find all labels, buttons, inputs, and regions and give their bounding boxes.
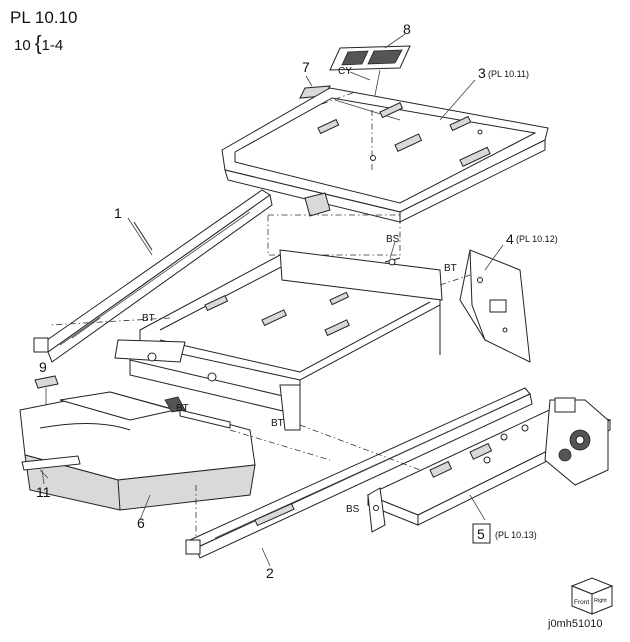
label-bt-right: BT — [444, 263, 457, 274]
part-6-front-cover — [19, 391, 256, 511]
label-cy: CY — [338, 66, 352, 77]
label-bt-low: BT — [271, 418, 284, 429]
part-1-left-rail — [33, 189, 273, 363]
label-bs-top: BS — [386, 234, 400, 245]
label-bt-left: BT — [142, 313, 155, 324]
callout-8: 8 — [403, 21, 411, 37]
part-3-top-tray — [221, 87, 549, 223]
callout-3: 3 — [478, 65, 486, 81]
callout-9: 9 — [39, 359, 47, 375]
figure-id: j0mh51010 — [548, 618, 603, 630]
cube-front-label: Front — [574, 599, 589, 606]
ref-part-4: (PL 10.12) — [516, 234, 558, 244]
part-5-drive-assembly — [229, 397, 612, 533]
part-4-right-bracket — [439, 249, 531, 363]
leader-lines — [41, 33, 504, 567]
callout-2: 2 — [266, 565, 274, 581]
callout-7: 7 — [302, 59, 310, 75]
pl-reference: PL 10.10 — [10, 8, 78, 27]
range-brace: { — [34, 33, 42, 55]
cube-right-label: Right — [594, 598, 607, 604]
part-8-label-plate — [329, 45, 411, 111]
callout-6: 6 — [137, 515, 145, 531]
ref-part-5: (PL 10.13) — [495, 530, 537, 540]
orientation-cube: Front Right — [570, 577, 614, 615]
callout-1: 1 — [114, 205, 122, 221]
part-2-lower-rail — [185, 387, 533, 559]
range-items: 1-4 — [41, 37, 64, 54]
main-frame — [49, 249, 443, 431]
label-bt-mid: BT — [176, 403, 189, 414]
callout-4: 4 — [506, 231, 514, 247]
label-bs-bottom: BS — [346, 504, 360, 515]
item-range: 10 {1-4 — [14, 33, 63, 56]
fastening-link-box — [267, 214, 401, 256]
callout-5: 5 — [477, 526, 485, 542]
ref-part-3: (PL 10.11) — [488, 69, 529, 79]
callout-5-box — [472, 523, 491, 544]
callout-11: 11 — [36, 484, 51, 500]
part-11-strip — [21, 455, 81, 479]
range-prefix: 10 — [14, 37, 31, 54]
